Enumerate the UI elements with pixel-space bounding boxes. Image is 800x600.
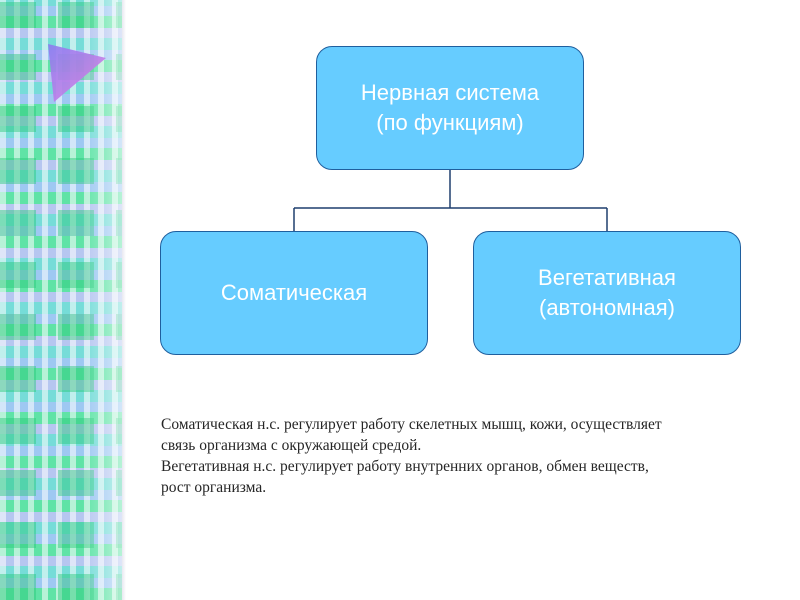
vegetative-description: Вегетативная н.с. регулирует работу внут…	[161, 458, 649, 496]
strip-edge	[122, 0, 126, 600]
somatic-description: Соматическая н.с. регулирует работу скел…	[161, 416, 662, 454]
node-nervous-system: Нервная система (по функциям)	[316, 46, 584, 170]
node-somatic-label: Соматическая	[220, 280, 368, 305]
description-text: Соматическая н.с. регулирует работу скел…	[161, 414, 681, 498]
strip-shade	[82, 0, 122, 600]
decorative-left-strip	[0, 0, 122, 600]
node-somatic: Соматическая	[160, 231, 428, 355]
node-vegetative: Вегетативная (автономная)	[473, 231, 741, 355]
node-nervous-system-label: Нервная система (по функциям)	[360, 80, 540, 135]
triangle-play-icon	[48, 44, 106, 102]
node-vegetative-label: Вегетативная (автономная)	[538, 265, 676, 320]
